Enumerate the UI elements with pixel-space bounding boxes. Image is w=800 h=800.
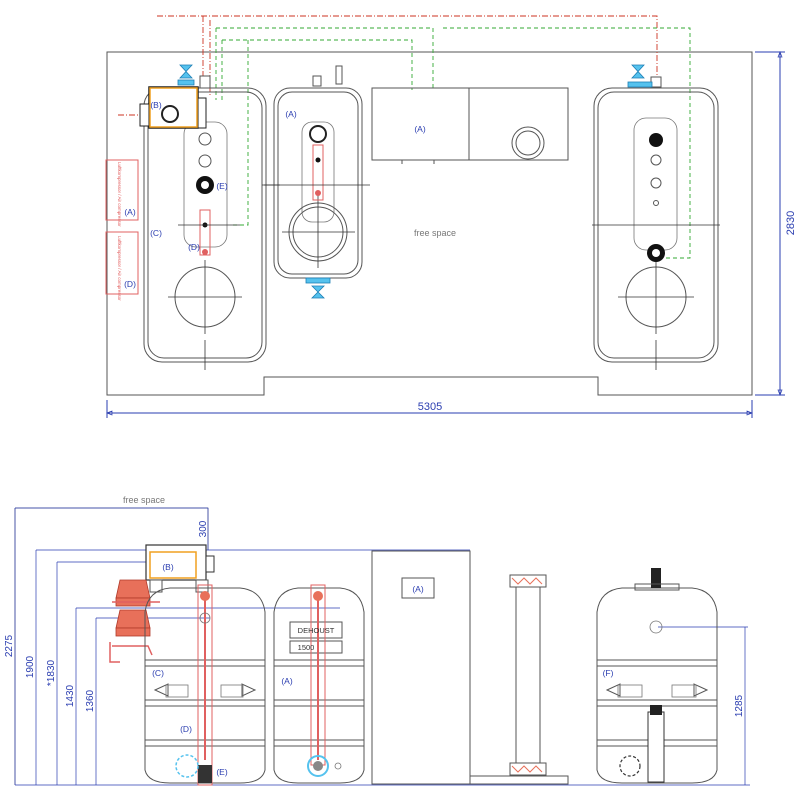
dim-1285-text: 1285 [734, 694, 745, 717]
tank-a-side [273, 584, 365, 784]
membrane-module [509, 574, 547, 776]
unit-b-side [145, 544, 215, 593]
width-dimension-text: 5305 [418, 401, 442, 413]
top-view: Luftkompressor / Air compressor Luftkomp… [105, 15, 797, 418]
tank-c-top [143, 87, 267, 370]
label-e-side: (E) [216, 767, 228, 777]
dim-1830-text: *1830 [46, 659, 57, 686]
label-f-side: (F) [603, 668, 614, 678]
tank-f-side [596, 568, 718, 784]
side-view: free space 300 2275 1900 *1830 1430 1360… [4, 495, 750, 786]
dim-1430-text: 1430 [65, 684, 76, 707]
compressor-boxes-top: Luftkompressor / Air compressor Luftkomp… [105, 159, 139, 301]
dimension-height [755, 51, 785, 396]
label-a-tank-side: (A) [281, 676, 293, 686]
dim-1360-text: 1360 [85, 689, 96, 712]
label-c-side: (C) [152, 668, 164, 678]
tank-c-side [144, 584, 266, 786]
unit-b-top [139, 75, 211, 129]
dim-1900-text: 1900 [25, 655, 36, 678]
tank-a-top [264, 65, 370, 279]
label-e-top: (E) [216, 181, 228, 191]
side-box-text-2: Luftkompressor / Air compressor [117, 236, 122, 301]
valve-icon [627, 64, 653, 88]
valve-icon [177, 64, 195, 86]
dimension-width [106, 400, 753, 418]
unit-a-top [371, 87, 569, 164]
label-a-tank-top: (A) [285, 109, 297, 119]
dim-2275-text: 2275 [4, 634, 15, 657]
side-box-text-1: Luftkompressor / Air compressor [117, 162, 122, 227]
label-a-box-side: (A) [412, 584, 424, 594]
valve-icon [305, 277, 331, 299]
label-b-side: (B) [162, 562, 174, 572]
label-d-side-top: (D) [124, 279, 136, 289]
tank-brand: DEHOUST [298, 626, 335, 635]
free-space-top: free space [414, 228, 456, 238]
tank-volume: 1500 [298, 643, 315, 652]
label-d-side: (D) [180, 724, 192, 734]
label-c-top: (C) [150, 228, 162, 238]
dim-300-text: 300 [198, 520, 209, 537]
label-a-box-top: (A) [414, 124, 426, 134]
label-d-inner-top: (D) [188, 242, 200, 252]
dimension-lines-side [14, 507, 750, 786]
height-dimension-text: 2830 [785, 211, 797, 235]
tank-f-top [592, 76, 720, 370]
label-b-top: (B) [150, 100, 162, 110]
label-a-side-top: (A) [124, 207, 136, 217]
room-outline [106, 51, 753, 396]
free-space-side: free space [123, 495, 165, 505]
compressor-icon [109, 579, 160, 663]
